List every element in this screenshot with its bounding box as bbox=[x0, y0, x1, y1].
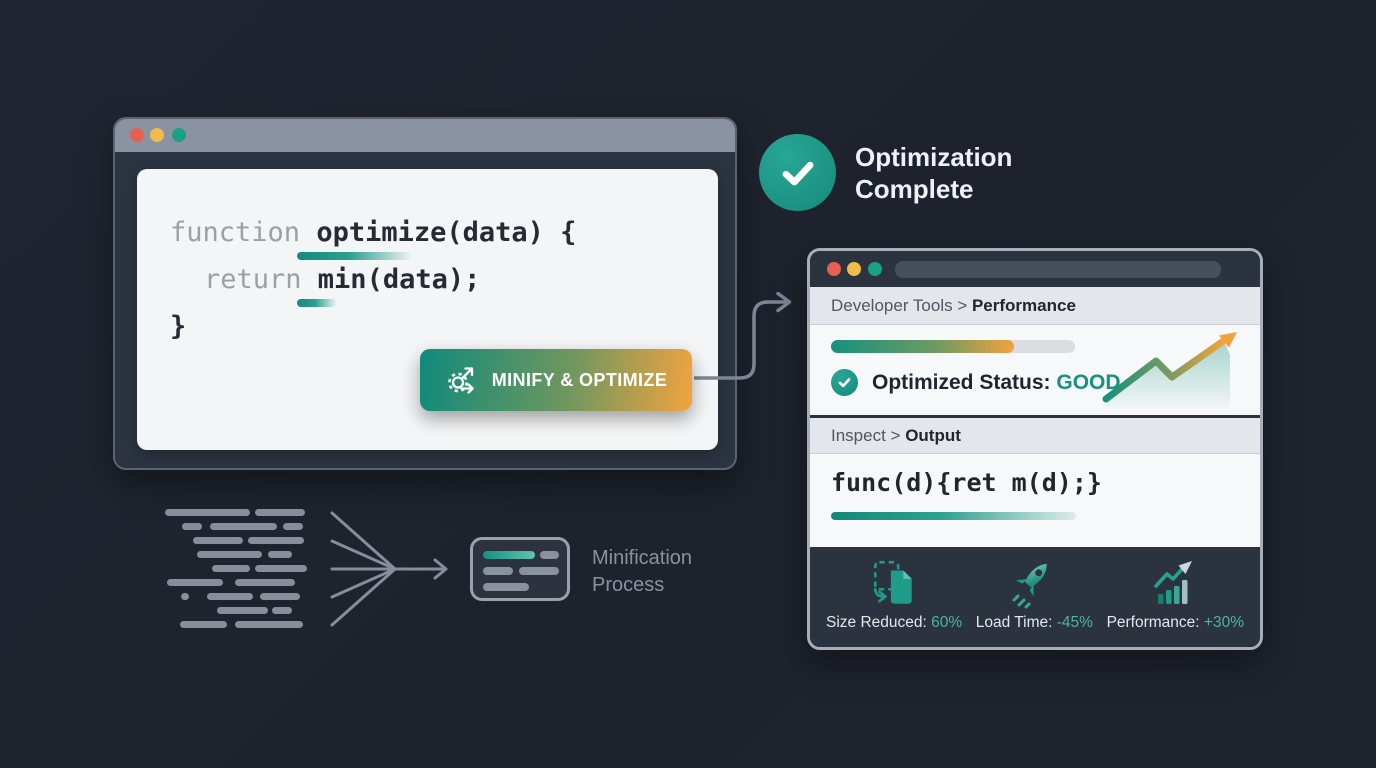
breadcrumb-output: Inspect > Output bbox=[810, 418, 1260, 454]
code-line-3: } bbox=[170, 311, 187, 342]
status-label-text: Optimized Status: bbox=[872, 370, 1057, 394]
mini-bar bbox=[483, 567, 513, 575]
breadcrumb-current: Performance bbox=[971, 295, 1076, 315]
optimization-progress-bar bbox=[831, 340, 1075, 353]
code-keyword: function bbox=[170, 217, 317, 248]
stat-load-time: Load Time: -45% bbox=[976, 557, 1093, 647]
mini-bar bbox=[519, 567, 559, 575]
minimize-dot-icon bbox=[847, 262, 861, 276]
minify-optimize-button[interactable]: MINIFY & OPTIMIZE bbox=[420, 349, 692, 411]
optimization-progress-fill bbox=[831, 340, 1014, 353]
breadcrumb-prefix: Inspect > bbox=[831, 425, 906, 445]
status-label: Optimized Status: GOOD bbox=[872, 371, 1121, 395]
mini-bar bbox=[540, 551, 559, 559]
stat-size-reduced: Size Reduced: 60% bbox=[826, 557, 962, 647]
minification-label-line1: Minification bbox=[592, 547, 693, 569]
devtools-window: Developer Tools > Performance Optimized … bbox=[807, 248, 1263, 650]
editor-window: function optimize(data) { return min(dat… bbox=[113, 117, 737, 470]
highlight-underline bbox=[297, 252, 413, 260]
minification-label-line2: Process bbox=[592, 574, 665, 596]
gear-arrows-icon bbox=[447, 367, 474, 394]
stat-performance: Performance: +30% bbox=[1107, 557, 1244, 647]
minify-button-label: MINIFY & OPTIMIZE bbox=[491, 369, 668, 390]
minified-file-box bbox=[470, 537, 570, 601]
status-value: GOOD bbox=[1056, 370, 1121, 394]
status-row: Optimized Status: GOOD bbox=[831, 369, 1121, 396]
devtools-titlebar bbox=[810, 251, 1260, 287]
stat-value: 60% bbox=[931, 614, 963, 631]
address-bar bbox=[895, 261, 1221, 278]
maximize-dot-icon bbox=[868, 262, 882, 276]
breadcrumb-performance: Developer Tools > Performance bbox=[810, 287, 1260, 325]
connector-arrow bbox=[694, 292, 792, 380]
code-keyword: return bbox=[204, 264, 318, 295]
success-banner-text: Optimization Complete bbox=[855, 141, 1012, 205]
stat-value: +30% bbox=[1203, 614, 1244, 631]
code-line-1: function optimize(data) { bbox=[170, 217, 576, 248]
minified-code: func(d){ret m(d);} bbox=[831, 468, 1102, 497]
code-lines-illustration bbox=[165, 509, 448, 628]
stat-label-text: Performance: bbox=[1106, 614, 1204, 631]
maximize-dot-icon bbox=[172, 128, 186, 142]
close-dot-icon bbox=[827, 262, 841, 276]
success-line-1: Optimization bbox=[855, 142, 1013, 172]
success-line-2: Complete bbox=[855, 174, 974, 204]
check-icon bbox=[831, 369, 858, 396]
highlight-underline bbox=[297, 299, 337, 307]
stat-value: -45% bbox=[1056, 614, 1093, 631]
breadcrumb-prefix: Developer Tools > bbox=[831, 295, 972, 315]
minification-label: Minification Process bbox=[592, 545, 692, 599]
stat-label: Load Time: -45% bbox=[976, 614, 1093, 632]
file-shrink-icon bbox=[874, 560, 912, 604]
mini-bar-teal bbox=[483, 551, 535, 559]
code-text: min(data); bbox=[317, 264, 481, 295]
code-line-2: return min(data); bbox=[204, 264, 480, 295]
minimize-dot-icon bbox=[150, 128, 164, 142]
stat-label-text: Load Time: bbox=[975, 614, 1057, 631]
chart-up-icon bbox=[1154, 561, 1193, 604]
rocket-icon bbox=[1012, 563, 1048, 609]
code-text: optimize(data) { bbox=[316, 217, 577, 248]
close-dot-icon bbox=[130, 128, 144, 142]
trend-line-chart bbox=[1102, 332, 1237, 409]
section-divider bbox=[810, 415, 1260, 418]
check-icon bbox=[782, 161, 813, 185]
success-badge bbox=[759, 134, 836, 211]
output-panel: func(d){ret m(d);} bbox=[810, 454, 1260, 547]
stat-label: Size Reduced: 60% bbox=[826, 614, 962, 632]
editor-titlebar bbox=[115, 119, 735, 152]
breadcrumb-current: Output bbox=[905, 425, 961, 445]
stats-footer: Size Reduced: 60% Load Time: -45% bbox=[810, 547, 1260, 647]
performance-panel: Optimized Status: GOOD bbox=[810, 325, 1260, 415]
stat-label-text: Size Reduced: bbox=[826, 614, 932, 631]
stat-label: Performance: +30% bbox=[1107, 614, 1244, 632]
highlight-underline bbox=[831, 512, 1076, 520]
mini-bar bbox=[483, 583, 529, 591]
